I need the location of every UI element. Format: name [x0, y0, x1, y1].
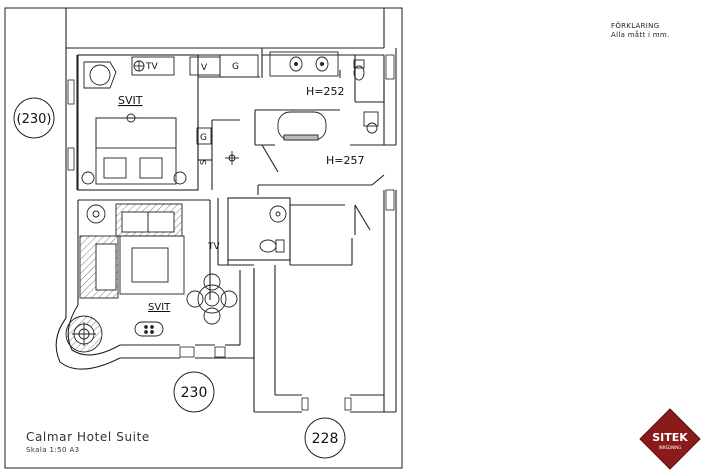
room-number-left-circle [13, 97, 55, 139]
height-label-hall: H=257 [326, 154, 364, 167]
fixture-label-v: V [201, 63, 208, 73]
drawing-frame [4, 7, 403, 469]
bathroom-fixtures [259, 51, 379, 253]
room-label-suite-bottom: SVIT [148, 302, 171, 313]
sitek-logo: SITEK INREDNING [639, 408, 701, 470]
logo-subtext: INREDNING [659, 445, 682, 450]
room-number-left: (230) [17, 112, 52, 127]
plan-scale: Skala 1:50 A3 [26, 446, 80, 454]
living-furniture [65, 203, 238, 353]
walls [55, 8, 397, 413]
legend-heading: FÖRKLARING [611, 22, 660, 30]
legend-note: Alla mått i mm. [611, 31, 670, 39]
room-number-bottom-circle [173, 371, 215, 413]
room-label-suite-top: SVIT [118, 94, 143, 107]
bedroom-furniture [81, 54, 259, 185]
room-number-bottom: 230 [181, 385, 208, 401]
window-markers [67, 54, 395, 411]
fixture-label-g-mid: G [200, 133, 207, 143]
fixture-label-g-top: G [232, 62, 239, 72]
height-label-bath: H=252 [306, 85, 344, 98]
fixture-label-tv-mid: TV [207, 242, 220, 252]
fixture-label-tv-top: TV [145, 62, 158, 72]
legend: FÖRKLARING Alla mått i mm. [611, 22, 670, 40]
logo-text: SITEK [652, 431, 688, 444]
plan-title: Calmar Hotel Suite [26, 430, 150, 444]
fixture-label-s: S [199, 160, 208, 165]
room-number-right-circle [304, 417, 346, 459]
room-number-right: 228 [312, 431, 339, 447]
